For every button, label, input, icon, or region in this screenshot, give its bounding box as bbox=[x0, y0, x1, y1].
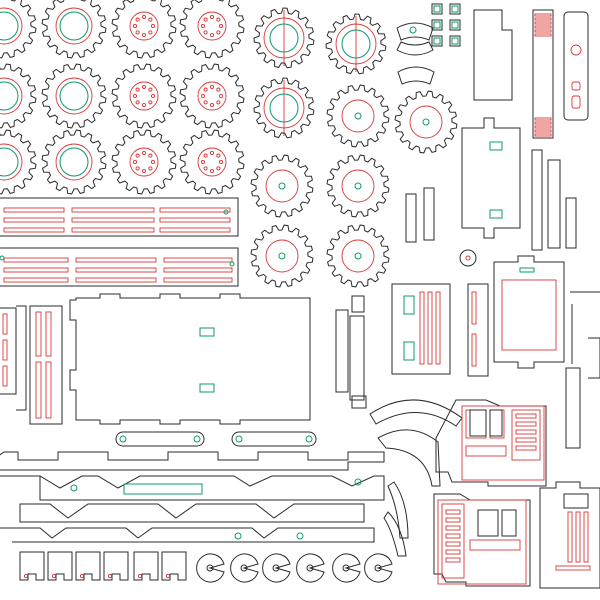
wheel-face bbox=[0, 0, 37, 59]
clips-row bbox=[19, 551, 187, 581]
wheel-face bbox=[0, 129, 37, 195]
wheel-face bbox=[111, 0, 177, 59]
hubcap bbox=[262, 553, 291, 583]
clip bbox=[19, 551, 45, 581]
wheel-split bbox=[325, 13, 387, 75]
bed-panel bbox=[69, 293, 311, 425]
tile-grid bbox=[431, 3, 461, 47]
wheel-tread bbox=[250, 224, 314, 288]
front-grille bbox=[539, 337, 600, 589]
wheel-tread bbox=[326, 154, 390, 218]
wheel-split bbox=[253, 7, 315, 69]
wheel-grid-left bbox=[0, 0, 245, 195]
wheel-tread-parts bbox=[250, 84, 458, 288]
wheel-face bbox=[0, 63, 37, 129]
clip bbox=[75, 551, 101, 581]
hubcap bbox=[296, 553, 325, 583]
wheel-face bbox=[179, 0, 245, 59]
wheel-tread bbox=[250, 154, 314, 218]
wheel-face bbox=[41, 129, 107, 195]
wheel-face bbox=[111, 129, 177, 195]
wheel-tread bbox=[394, 90, 458, 154]
cab-rear-panel bbox=[391, 283, 489, 377]
clip bbox=[161, 551, 187, 581]
hubcap bbox=[364, 553, 393, 583]
hubcap bbox=[196, 553, 225, 583]
wheel-face bbox=[111, 63, 177, 129]
wheel-face bbox=[41, 0, 107, 59]
hubcap bbox=[230, 553, 259, 583]
tall-panels-top-right bbox=[473, 9, 589, 139]
chassis-rail-upper bbox=[0, 197, 239, 237]
clip bbox=[47, 551, 73, 581]
wheel-tread bbox=[326, 84, 390, 148]
wheel-face bbox=[41, 63, 107, 129]
mount-panel bbox=[461, 117, 577, 251]
clip bbox=[103, 551, 129, 581]
wheel-split-parts bbox=[253, 7, 387, 139]
wheel-face bbox=[179, 129, 245, 195]
left-side-strips bbox=[0, 305, 63, 425]
chassis-rail-lower bbox=[0, 247, 239, 287]
hubcap bbox=[332, 553, 361, 583]
fender-arches bbox=[369, 399, 463, 557]
hubcaps-row bbox=[196, 553, 393, 583]
hub-bow-parts bbox=[396, 22, 435, 85]
clip bbox=[133, 551, 159, 581]
frame-rails bbox=[0, 451, 385, 543]
axle-links bbox=[115, 431, 317, 447]
wheel-tread bbox=[326, 224, 390, 288]
truck-cab-side-2 bbox=[433, 493, 531, 587]
dump-bed-box bbox=[493, 255, 600, 369]
bracket-parts bbox=[335, 187, 477, 409]
wheel-face bbox=[179, 63, 245, 129]
truck-cab-side-1 bbox=[435, 399, 547, 487]
wheel-split bbox=[253, 77, 315, 139]
